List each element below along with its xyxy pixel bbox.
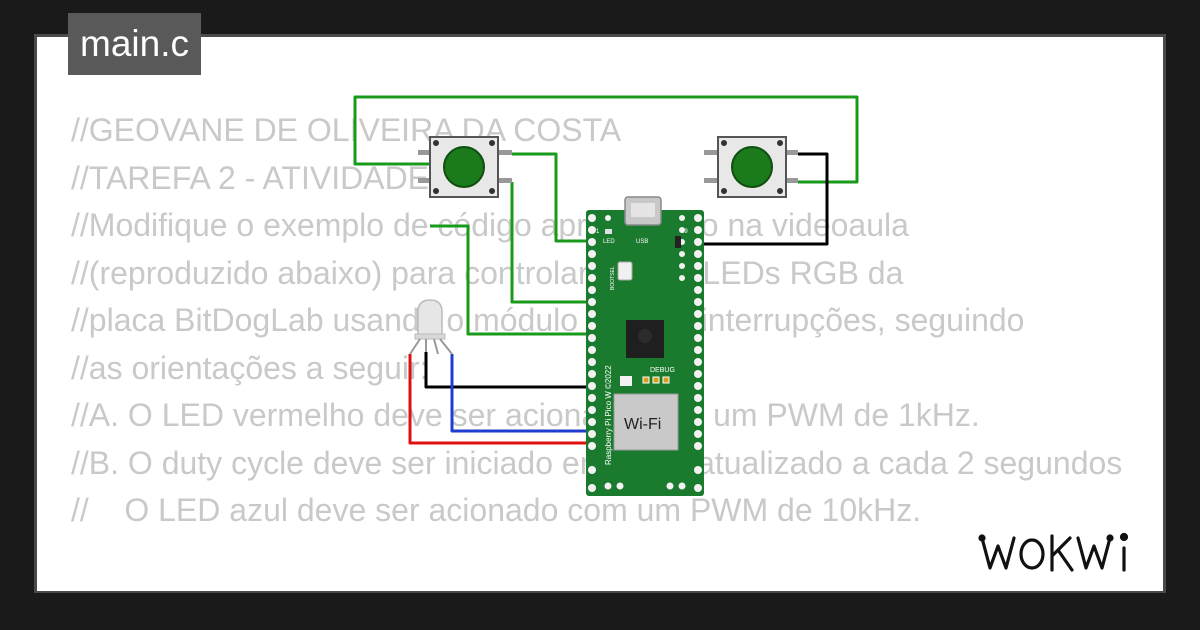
filename-tab[interactable]: main.c <box>68 13 201 75</box>
button-cap[interactable] <box>731 146 773 188</box>
code-line: //GEOVANE DE OLIVEIRA DA COSTA <box>71 112 622 148</box>
code-line: //Modifique o exemplo de código apresent… <box>71 207 909 243</box>
wire-blue-led <box>450 354 597 433</box>
pushbutton-right[interactable] <box>704 136 798 198</box>
rgb-led[interactable] <box>409 299 453 355</box>
board-model-label: Raspberry Pi Pico W ©2022 <box>604 365 613 465</box>
pin-number-left: 1 <box>596 229 600 235</box>
wifi-module <box>613 393 679 451</box>
wire-green-button-to-pico-left <box>430 224 597 336</box>
led-label: LED <box>603 239 615 245</box>
wire-green-button-left-lower <box>510 182 597 304</box>
pin-row-left <box>588 214 596 492</box>
pin-number-right: 39 <box>681 229 688 235</box>
bootsel-button[interactable] <box>617 261 633 281</box>
usb-label: USB <box>636 239 648 245</box>
pin-row-right <box>694 214 702 492</box>
pico-w-board[interactable]: LED USB 1 39 BOOTSEL DEBUG Wi-Fi Raspber… <box>586 196 704 496</box>
bootsel-label: BOOTSEL <box>610 266 616 290</box>
inner-pin-row-left <box>604 215 624 490</box>
debug-label: DEBUG <box>650 367 675 374</box>
wire-green-top-loop <box>353 95 859 184</box>
button-cap[interactable] <box>443 146 485 188</box>
pushbutton-left[interactable] <box>418 136 512 198</box>
status-led <box>605 229 612 234</box>
wire-red-led <box>408 354 597 445</box>
code-line: //(reproduzido abaixo) para controlar os… <box>71 254 904 291</box>
code-line: //B. O duty cycle deve ser iniciado em 5… <box>71 444 1123 481</box>
code-line: // O LED azul deve ser acionado com um P… <box>71 492 922 528</box>
wires <box>353 95 859 445</box>
debug-pins <box>642 376 670 384</box>
wire-green-button-left-to-pico <box>512 152 597 243</box>
wifi-label: Wi-Fi <box>624 416 661 433</box>
code-line: #include "pico/stdlib.h" <box>71 582 1163 591</box>
code-line: //as orientações a seguir: <box>71 349 429 386</box>
bottom-frame <box>0 593 1200 630</box>
wire-black-led-gnd <box>424 352 597 389</box>
wire-black-button-right-to-pico <box>690 152 829 246</box>
code-editor: //GEOVANE DE OLIVEIRA DA COSTA//TAREFA 2… <box>71 107 1163 591</box>
wokwi-logo <box>978 532 1129 572</box>
project-preview-card: //GEOVANE DE OLIVEIRA DA COSTA//TAREFA 2… <box>34 34 1166 594</box>
